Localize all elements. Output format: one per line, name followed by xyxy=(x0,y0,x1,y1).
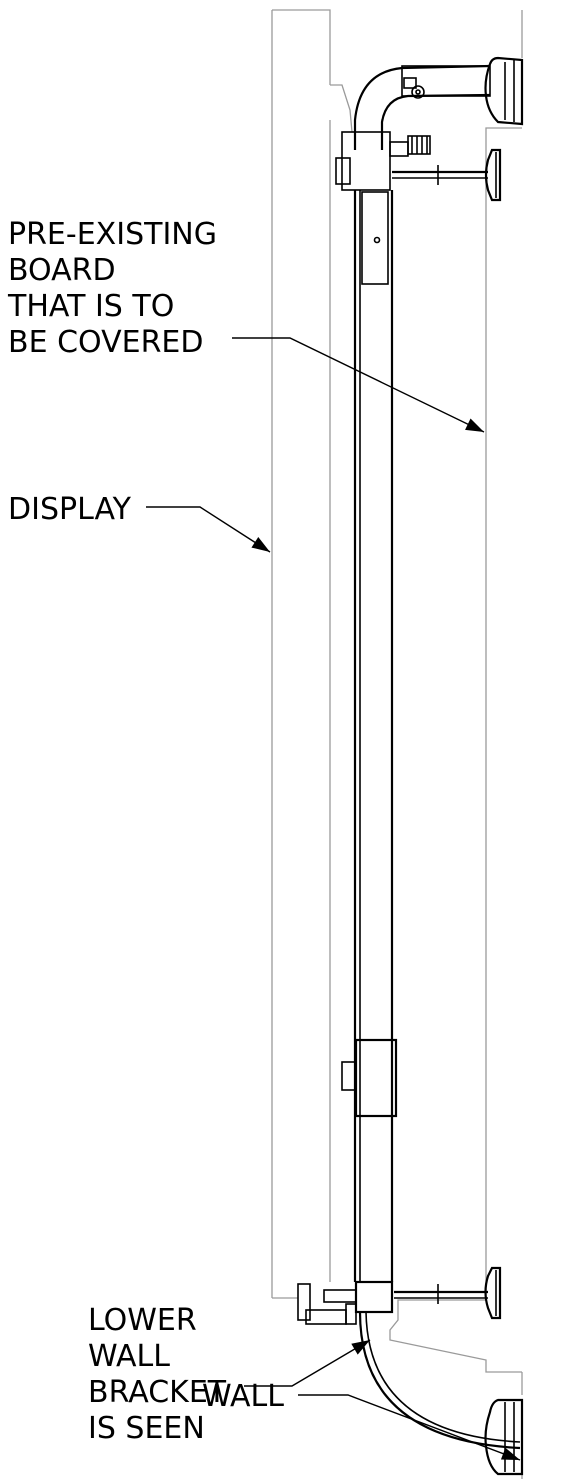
board-outline xyxy=(330,10,523,1479)
bracket-label-line-2: WALL xyxy=(88,1339,170,1374)
display-leader-arrow xyxy=(146,506,271,553)
board-leader-arrow xyxy=(232,337,485,433)
bracket-callout: LOWER WALL BRACKET IS SEEN xyxy=(88,1303,371,1446)
board-label-line-1: PRE-EXISTING xyxy=(8,217,217,252)
board-label-line-4: BE COVERED xyxy=(8,325,203,360)
bracket-label-line-3: BRACKET xyxy=(88,1375,227,1410)
board-label-line-3: THAT IS TO xyxy=(7,289,174,324)
display-callout: DISPLAY xyxy=(8,492,271,553)
display-label: DISPLAY xyxy=(8,492,132,527)
wall-label: WALL xyxy=(202,1379,284,1414)
upper-bracket-assembly xyxy=(335,56,524,202)
wall-leader-arrow xyxy=(298,1394,521,1461)
bracket-label-line-4: IS SEEN xyxy=(88,1411,205,1446)
bracket-label-line-1: LOWER xyxy=(88,1303,197,1338)
wall-callout: WALL xyxy=(202,1379,521,1461)
bracket-leader-arrow xyxy=(244,1339,371,1387)
vertical-rail xyxy=(341,190,398,1282)
board-callout: PRE-EXISTING BOARD THAT IS TO BE COVERED xyxy=(7,217,485,433)
display-outline xyxy=(271,9,331,1299)
board-label-line-2: BOARD xyxy=(8,253,116,288)
lower-bracket-assembly xyxy=(297,1266,524,1476)
